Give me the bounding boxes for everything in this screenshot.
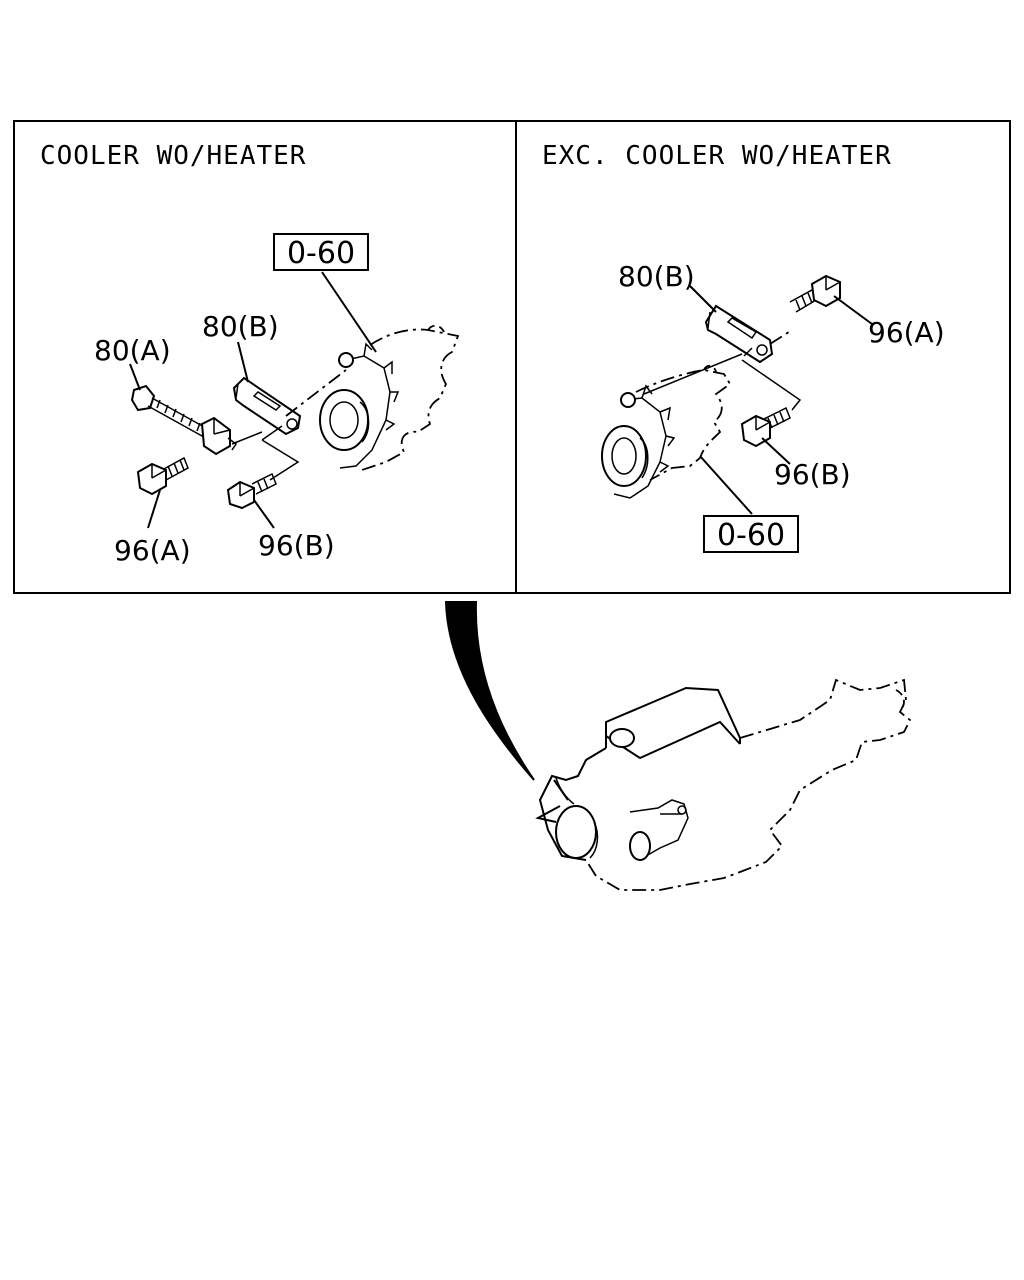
- reference-label-right: 0-60: [717, 518, 785, 553]
- leader-96a-right: [833, 295, 873, 325]
- leader-80b-right: [689, 285, 717, 313]
- bolt-96a-right: [789, 274, 841, 313]
- callout-96b-left: 96(B): [258, 529, 335, 562]
- panel-frame: [13, 120, 1011, 594]
- callout-96a-left: 96(A): [114, 534, 191, 567]
- leader-ref-left: [321, 271, 377, 353]
- reference-label-left: 0-60: [287, 236, 355, 271]
- guide-a-right: [643, 353, 743, 395]
- callout-80b-right: 80(B): [618, 260, 695, 293]
- leader-ref-right: [699, 455, 753, 515]
- bolt-96b-right: [740, 406, 791, 448]
- location-pointer-arrow: [444, 601, 535, 781]
- leader-96a-left: [147, 489, 161, 529]
- guide-c-right: [769, 329, 793, 345]
- guide-b-left: [261, 439, 300, 481]
- callout-96b-right: 96(B): [774, 458, 851, 491]
- compressor-left: [319, 324, 460, 471]
- panel-cooler-wo-heater: COOLER WO/HEATER 0-60: [40, 141, 460, 567]
- panel-title-right: EXC. COOLER WO/HEATER: [542, 141, 892, 171]
- callout-80b-left: 80(B): [202, 310, 279, 343]
- leader-96b-left: [253, 499, 275, 529]
- callout-96a-right: 96(A): [868, 316, 945, 349]
- panel-exc-cooler-wo-heater: EXC. COOLER WO/HEATER 0-60: [542, 141, 945, 553]
- bracket-80b-right: [704, 304, 774, 364]
- guide-c-left: [285, 369, 347, 417]
- engine-overview: [535, 678, 912, 891]
- reference-box-right[interactable]: 0-60: [703, 515, 799, 553]
- bolt-96a-left: [136, 456, 189, 496]
- bolt-96b-left: [226, 472, 277, 510]
- reference-box-left[interactable]: 0-60: [273, 233, 369, 271]
- guide-b-right: [741, 359, 802, 411]
- guide-a-left: [231, 431, 263, 445]
- long-bolt-80a: [130, 384, 238, 456]
- bracket-80b-left: [232, 376, 302, 441]
- panel-title-left: COOLER WO/HEATER: [40, 141, 306, 171]
- leader-80a: [129, 363, 141, 391]
- callout-80a: 80(A): [94, 334, 171, 367]
- leader-80b-left: [237, 341, 249, 383]
- compressor-right: [601, 364, 732, 499]
- leader-96b-right: [761, 437, 791, 465]
